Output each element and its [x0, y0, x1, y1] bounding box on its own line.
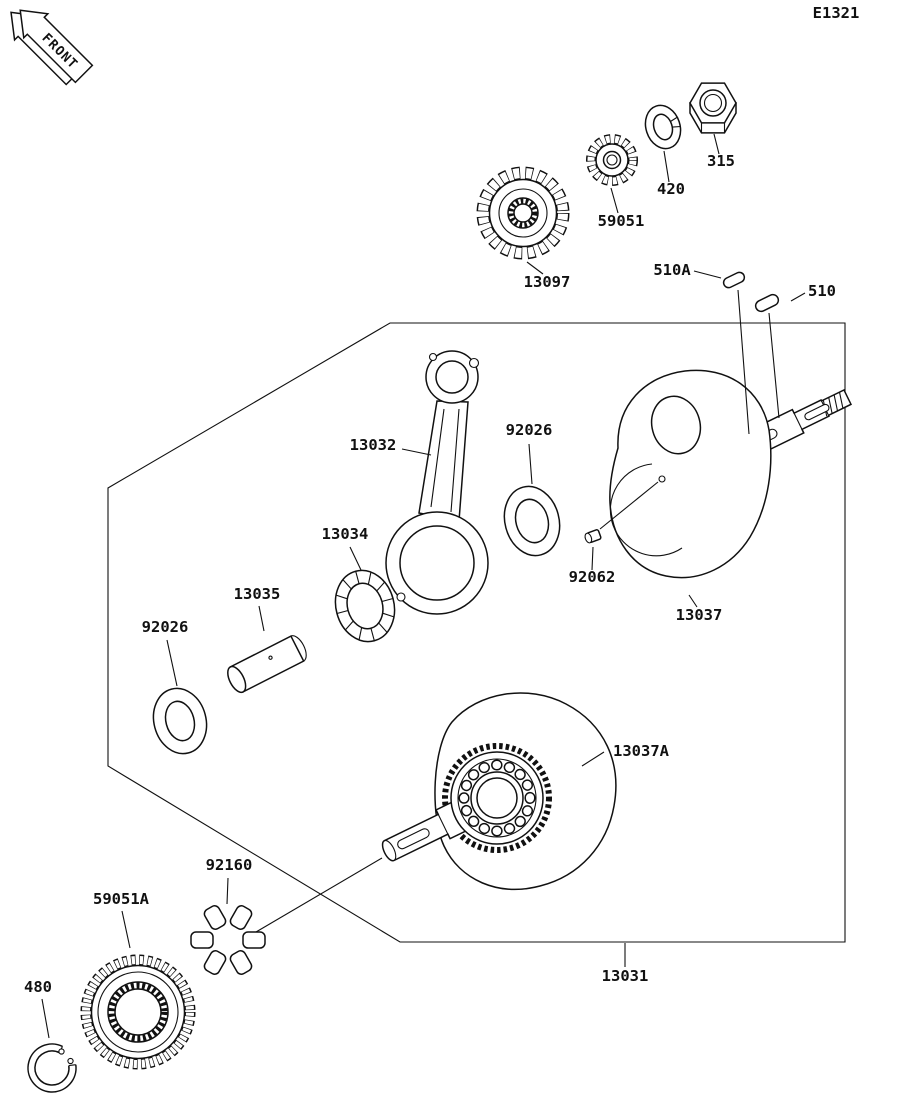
part-label-13032: 13032 [350, 436, 397, 454]
part-label-420: 420 [657, 180, 685, 198]
part-label-13097: 13097 [524, 273, 571, 291]
gear-59051-drawing [586, 134, 638, 186]
part-label-92026-right: 92026 [506, 421, 553, 439]
pin-end-face [584, 532, 593, 544]
pin-right-face [290, 635, 307, 662]
rod-bolt-hole [396, 592, 406, 602]
axis-centerline [255, 857, 383, 933]
rod-ibeam-lines [430, 408, 460, 513]
part-label-510: 510 [808, 282, 836, 300]
circlip-480-drawing [27, 1043, 77, 1093]
key-510A-drawing [722, 271, 746, 289]
gear-bore [114, 988, 162, 1036]
circlip-ear-hole [67, 1057, 74, 1065]
nut-side-edges [700, 122, 726, 133]
gear-spline [108, 982, 168, 1042]
part-label-13034: 13034 [322, 525, 369, 543]
web-top-hole [650, 395, 702, 455]
pin-oil-hole [268, 655, 273, 660]
gear-59051A-drawing [80, 954, 196, 1070]
bearing-bore [476, 777, 518, 819]
web-balance-cutout [609, 463, 683, 557]
ratchet-ring [442, 743, 552, 853]
crank-web-right [609, 369, 772, 579]
washer-inner [164, 700, 196, 742]
crank-pin-13035-drawing [227, 635, 307, 694]
gear-teeth-outline [80, 954, 196, 1070]
rod-small-end-bore [435, 360, 469, 394]
web-pin-hole [658, 475, 666, 483]
washer-inner [514, 498, 550, 544]
front-arrow-body [19, 9, 94, 84]
part-label-510A: 510A [653, 261, 691, 279]
retainer-92160-drawing [190, 905, 266, 975]
washer-92026-left-drawing [152, 687, 208, 755]
part-label-59051A: 59051A [93, 890, 150, 908]
part-label-13035: 13035 [234, 585, 281, 603]
key-position-lines [737, 289, 780, 435]
pin-position-line [599, 481, 659, 530]
part-label-13037A: 13037A [613, 742, 670, 760]
needle-bearing-13034-drawing [334, 569, 396, 643]
woodruff-keys-drawing [722, 271, 780, 435]
part-label-92026-left: 92026 [142, 618, 189, 636]
retainer-segment [190, 931, 214, 949]
retainer-segment [203, 905, 227, 930]
gear-teeth [587, 135, 637, 185]
circlip-inner-arc [34, 1050, 70, 1086]
keyway-slot-2 [804, 403, 830, 421]
leader-lines [41, 133, 806, 1039]
part-label-315: 315 [707, 152, 735, 170]
assembly-box-outline [107, 322, 846, 943]
part-label-92062: 92062 [569, 568, 616, 586]
circlip-outer-arc [27, 1043, 77, 1093]
shaft-step [435, 809, 451, 839]
part-label-13031: 13031 [602, 967, 649, 985]
connecting-rod-13032-drawing [385, 350, 489, 615]
crank-half-right-13037-drawing [609, 369, 853, 579]
part-label-92160: 92160 [206, 856, 253, 874]
nut-chamfer [699, 89, 727, 117]
part-label-13037: 13037 [676, 606, 723, 624]
rod-big-end-bore [399, 525, 475, 601]
page-code: E1321 [813, 4, 860, 22]
bearing-balls [460, 761, 534, 835]
washer-split [670, 116, 681, 128]
crank-half-left-13037A-drawing [381, 692, 617, 890]
rod-oil-hole-2 [428, 352, 438, 362]
circlip-ear-hole [58, 1048, 65, 1055]
rod-oil-hole-1 [468, 357, 480, 369]
gear-web-line [498, 188, 548, 238]
washer-inner [652, 113, 674, 141]
gear-13097-drawing [476, 166, 570, 260]
pin-92062-drawing [584, 481, 659, 544]
gear-web-line [97, 971, 179, 1053]
shaft-keyway [397, 828, 430, 850]
gear-bore-detail [606, 154, 618, 166]
part-label-480: 480 [24, 978, 52, 996]
gear-bore [513, 203, 533, 223]
needle-rollers [335, 571, 395, 641]
shaft-end-face [384, 839, 397, 861]
retainer-segment [229, 950, 253, 975]
key-510-drawing [754, 293, 780, 313]
gear-spline [508, 198, 538, 228]
nut-thread-hole [703, 93, 723, 113]
washer-92026-right-drawing [503, 485, 561, 557]
retainer-segment [242, 931, 266, 949]
retainer-segment [229, 905, 253, 930]
gear-bore [602, 150, 622, 170]
pin-left-face [227, 665, 247, 694]
rod-shank [418, 400, 469, 522]
nut-315-drawing [689, 82, 737, 134]
bearing-race-line [457, 758, 537, 838]
lock-washer-420-drawing [644, 104, 682, 150]
gear-teeth-outline [476, 166, 570, 260]
part-label-59051: 59051 [598, 212, 645, 230]
retainer-segment [203, 950, 227, 975]
front-arrow: FRONT [10, 9, 94, 86]
